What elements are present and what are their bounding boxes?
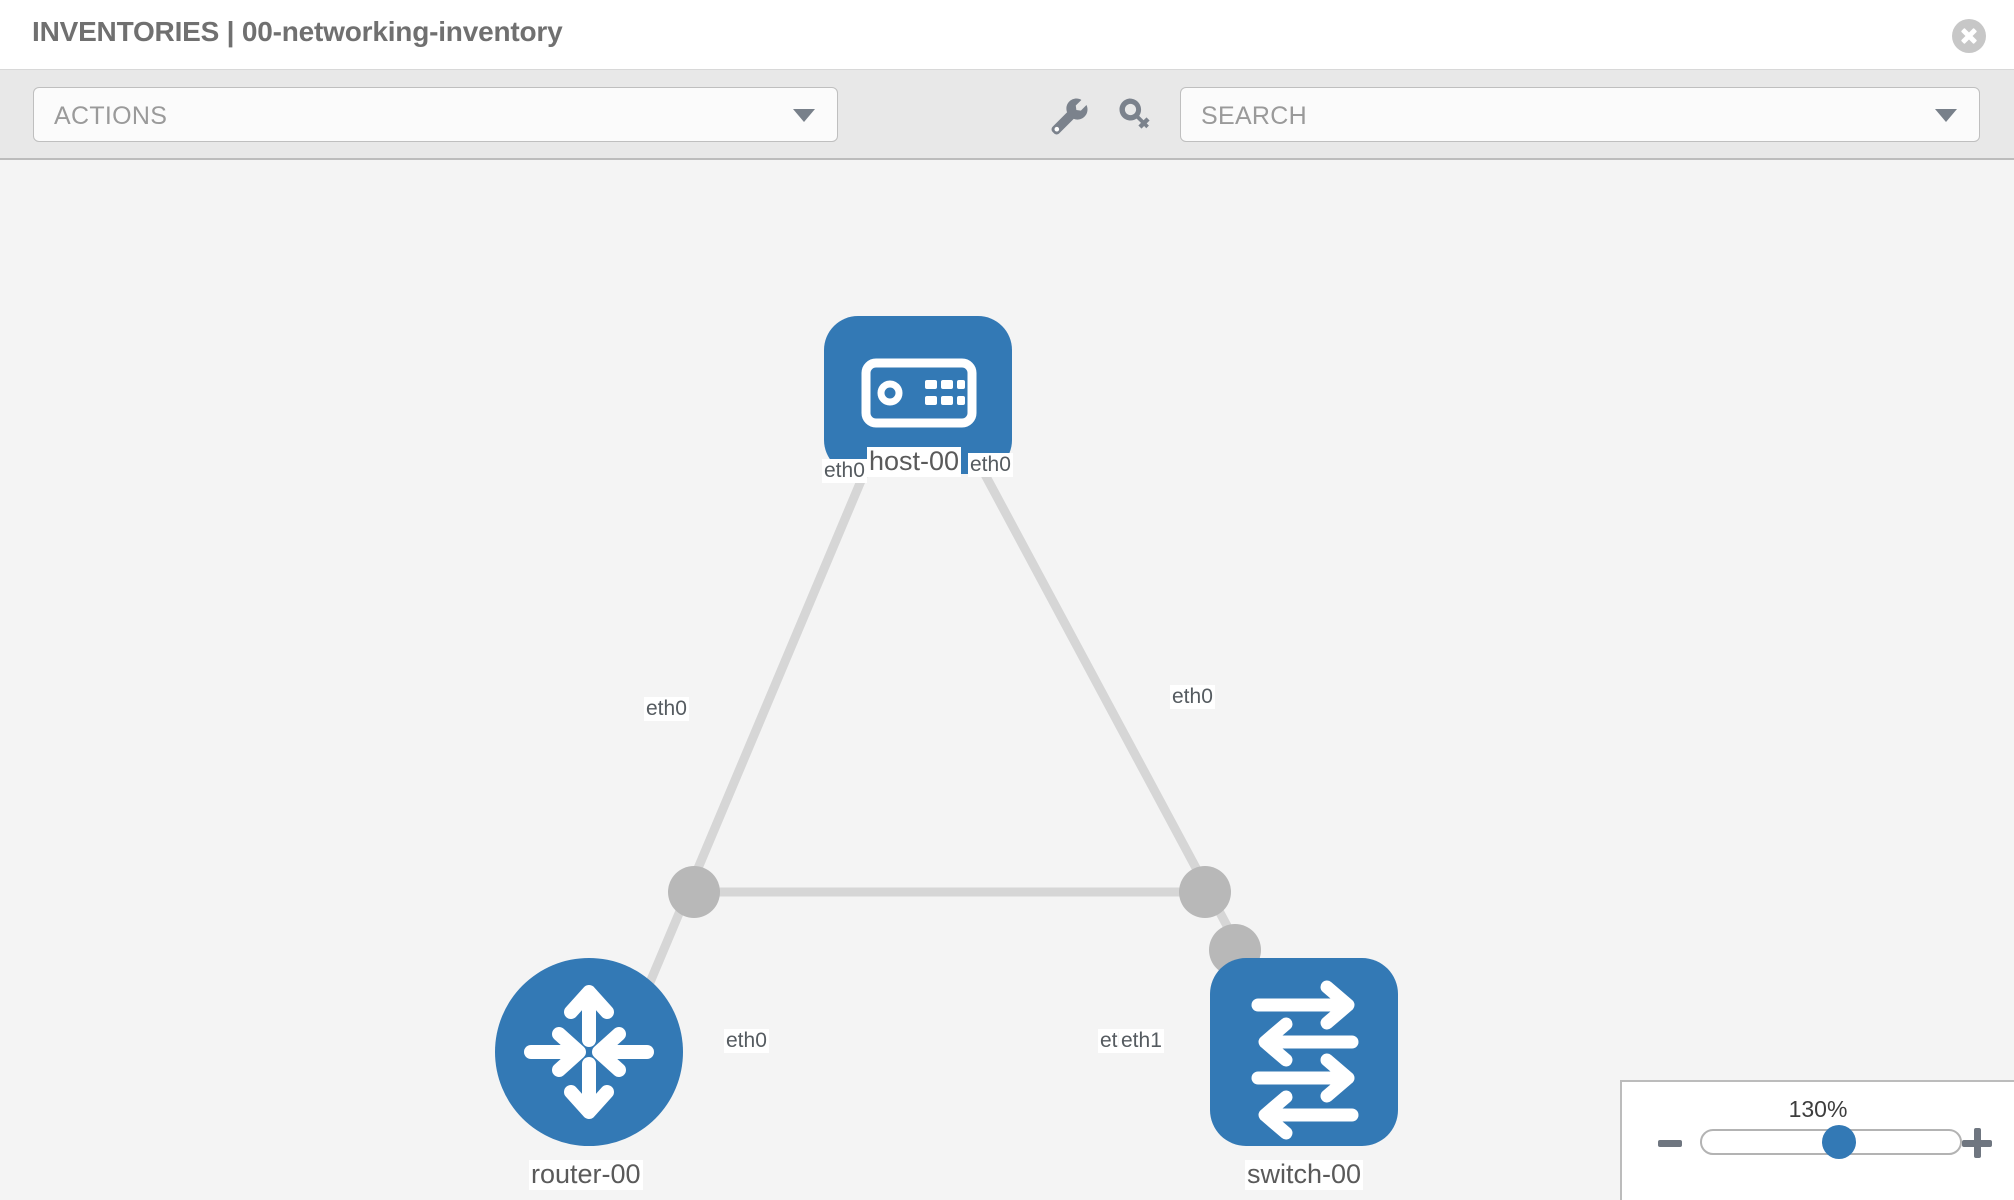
port-router-right xyxy=(668,866,720,918)
window-header: INVENTORIES | 00-networking-inventory xyxy=(0,0,2014,70)
topology-canvas[interactable]: host-00 router-00 switch-00 eth0 eth0 et… xyxy=(0,160,2014,1200)
chevron-down-icon xyxy=(1935,109,1957,122)
page-title: INVENTORIES | 00-networking-inventory xyxy=(32,16,563,47)
zoom-slider-handle[interactable] xyxy=(1822,1125,1856,1159)
toolbar: ACTIONS SEARCH xyxy=(0,70,2014,160)
port-switch-left xyxy=(1179,866,1231,918)
switch-arrows-icon xyxy=(1251,980,1359,1140)
edge-label-host-right-eth: eth0 xyxy=(968,453,1013,478)
minus-icon[interactable] xyxy=(1658,1140,1682,1147)
zoom-level-value: 130% xyxy=(1788,1096,1848,1122)
node-label-host-00: host-00 xyxy=(867,446,962,477)
edge-label-switch-left-eth1: eth1 xyxy=(1119,1029,1164,1054)
key-icon[interactable] xyxy=(1114,94,1158,138)
node-host-00 xyxy=(824,316,1012,474)
server-device-icon xyxy=(861,358,977,428)
node-label-router-00: router-00 xyxy=(529,1159,643,1190)
edge-label-host-left-eth: eth0 xyxy=(822,459,867,484)
node-label-switch-00: switch-00 xyxy=(1245,1159,1364,1190)
edge-label-router-up-eth: eth0 xyxy=(644,697,689,722)
link-host-switch xyxy=(940,395,1245,955)
router-arrows-icon xyxy=(524,985,654,1119)
topology-graph xyxy=(495,316,1398,1146)
node-switch-00 xyxy=(1210,958,1398,1146)
actions-dropdown[interactable]: ACTIONS xyxy=(33,87,838,142)
close-icon[interactable] xyxy=(1952,19,1986,53)
search-input[interactable]: SEARCH xyxy=(1180,87,1980,142)
zoom-control-panel: 130% xyxy=(1620,1080,2014,1200)
edge-label-switch-up-eth: eth0 xyxy=(1170,685,1215,710)
plus-icon[interactable] xyxy=(1962,1128,1992,1158)
actions-dropdown-label: ACTIONS xyxy=(54,102,168,130)
chevron-down-icon xyxy=(793,109,815,122)
node-router-00 xyxy=(495,958,683,1146)
link-host-router xyxy=(630,395,900,1023)
search-placeholder: SEARCH xyxy=(1201,102,1307,130)
link-layer xyxy=(630,395,1245,1023)
wrench-icon[interactable] xyxy=(1046,94,1090,138)
edge-label-router-right-eth: eth0 xyxy=(724,1029,769,1054)
